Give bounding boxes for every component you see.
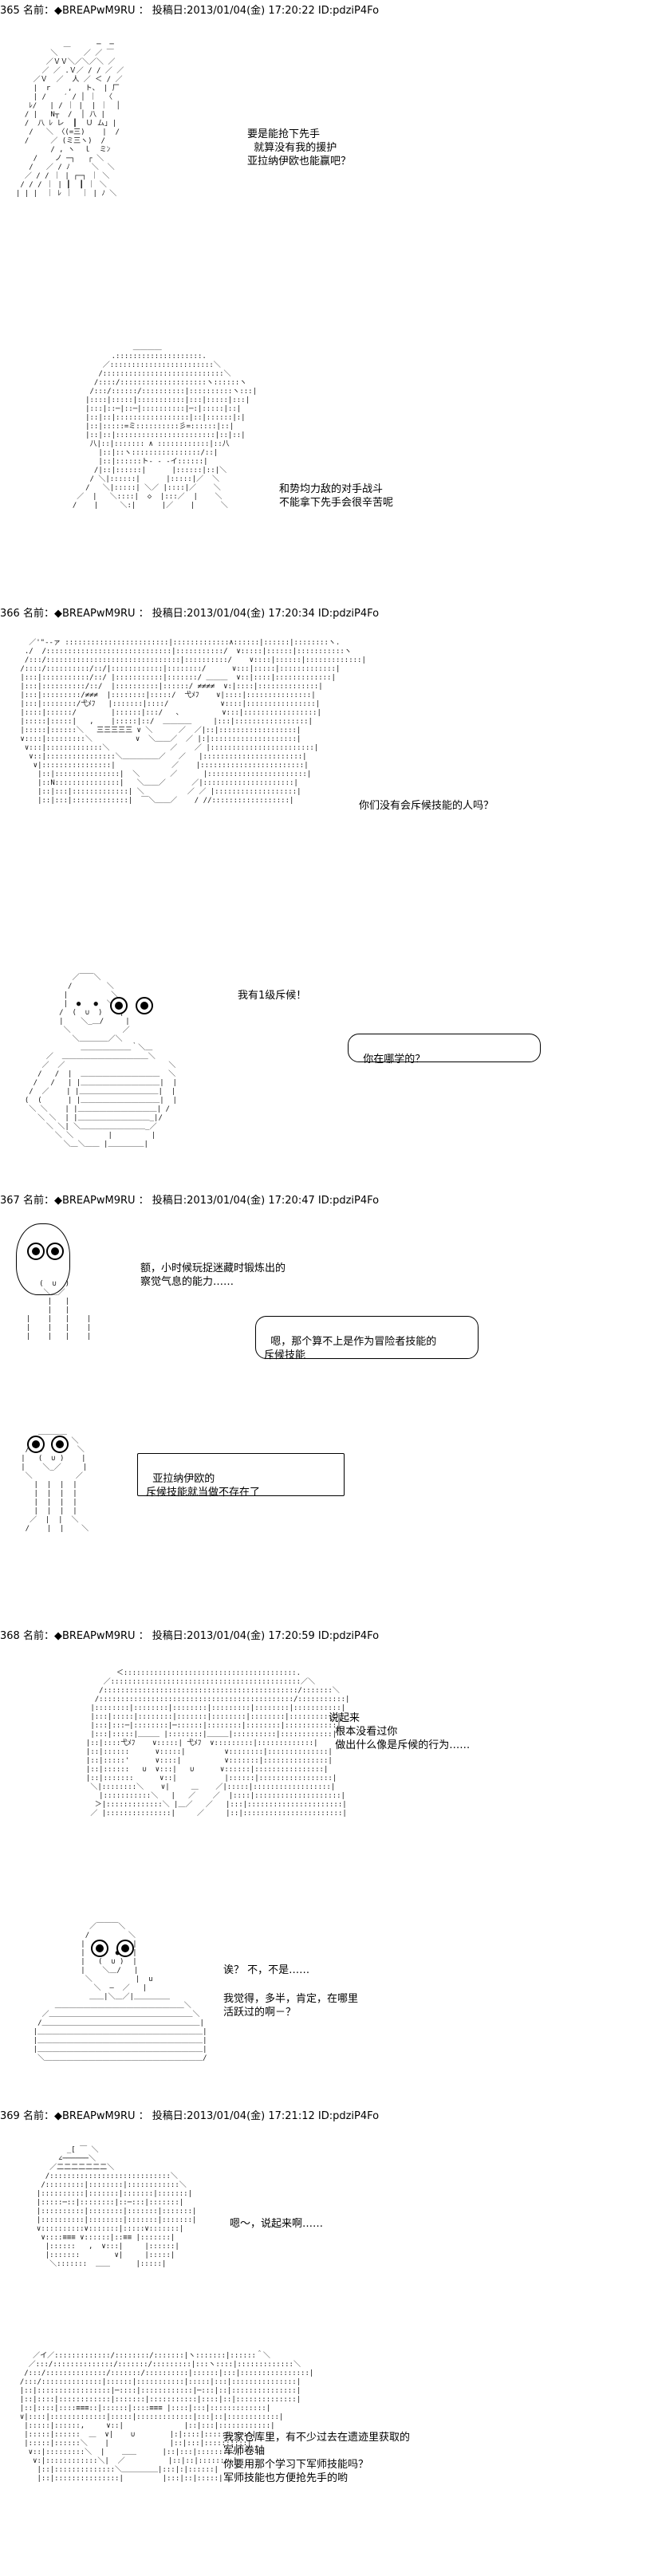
eye-icon bbox=[51, 1436, 69, 1453]
dialogue-line: 诶？ 不，不是…… bbox=[223, 1964, 310, 1976]
post-header-368: 368 名前：◆BREAPwM9RU ： 投稿日:2013/01/04(金) 1… bbox=[0, 1630, 380, 1642]
post-header-367: 367 名前：◆BREAPwM9RU ： 投稿日:2013/01/04(金) 1… bbox=[0, 1195, 380, 1207]
dialogue-line: 说起来 根本没看过你 做出什么像是斥候的行为…… bbox=[329, 1712, 471, 1751]
speech-bubble: 嗯，那个算不上是作为冒险者技能的 斥候技能 bbox=[255, 1316, 479, 1361]
eye-icon bbox=[27, 1243, 45, 1260]
ascii-art-character-368b: ／￣￣￣＼ / ＼ | | | ● ● | | ( ∪ ) | | ＼＿/ | … bbox=[33, 1923, 207, 2062]
speech-bubble-text: 你在哪学的？ bbox=[363, 1054, 426, 1065]
eye-icon bbox=[46, 1243, 64, 1260]
ascii-art-character-366a: ／'"--ァ ::::::::::::::::::::::::|::::::::… bbox=[20, 639, 366, 805]
eye-icon bbox=[136, 997, 153, 1014]
eye-icon bbox=[91, 1940, 108, 1957]
dialogue-line: 嗯～，说起来啊…… bbox=[230, 2218, 324, 2230]
character-face bbox=[16, 1223, 70, 1295]
dialogue-line: 我家仓库里，有不少过去在遗迹里获取的 军师卷轴 你要用那个学习下军师技能吗？ 军… bbox=[223, 2432, 411, 2484]
ascii-art-character-369b: ／イ／:::::::::::::/::::::::/:::::::|ヽ:::::… bbox=[19, 2352, 314, 2483]
speech-bubble: 你在哪学的？ bbox=[348, 1034, 541, 1065]
dialogue-line: 我有1级斥候！ bbox=[238, 990, 307, 1002]
caption-box: 亚拉纳伊欧的 斥候技能就当做不存在了 bbox=[137, 1453, 345, 1499]
speech-bubble-text: 嗯，那个算不上是作为冒险者技能的 斥候技能 bbox=[264, 1336, 437, 1361]
eye-icon bbox=[116, 1940, 134, 1957]
ascii-art-character-367a: ( ∪ ) ＼＿／ | | | | | | | | | | | | | | | … bbox=[26, 1280, 92, 1341]
caption-box-text: 亚拉纳伊欧的 斥候技能就当做不存在了 bbox=[146, 1473, 261, 1499]
dialogue-line: 额，小时候玩捉迷藏时锻炼出的 察觉气息的能力…… bbox=[140, 1262, 286, 1288]
dialogue-line: 你们没有会斥候技能的人吗？ bbox=[359, 800, 494, 812]
dialogue-line: 我觉得，多半，肯定，在哪里 活跃过的啊－？ bbox=[223, 1993, 359, 2019]
post-header-366: 366 名前：◆BREAPwM9RU ： 投稿日:2013/01/04(金) 1… bbox=[0, 608, 380, 620]
ascii-art-character-366b: ／￣￣＼ / ＼ | ＼ | ● ● ＼ / ( ∪ ) | | ＼_＿/ | … bbox=[24, 974, 177, 1148]
ascii-art-character-369a: _[ ￣ ＼ ∠──────＼ ／二二二二二二二＼ /:::::::::::::… bbox=[36, 2146, 197, 2268]
ascii-art-character-365a: ＿ ─ ─ ＼ ／ ／ ￣ ／ＶＶ＼／＼／＼ ／ ／ ／ .Ｖ／ / / ／ ／… bbox=[16, 41, 124, 198]
ascii-art-character-365b: ＿＿＿＿ .::::::::::::::::::::. ／:::::::::::… bbox=[72, 344, 257, 510]
dialogue-line: 要是能抢下先手 就算没有我的援护 亚拉纳伊欧也能赢吧？ bbox=[247, 128, 352, 167]
ascii-art-character-368a: ＜:::::::::::::::::::::::::::::::::::::::… bbox=[85, 1669, 350, 1818]
ascii-art-character-367b: ＿＿＿＿ ／ ＼ / ● ● ＼ | ( ∪ ) | | ＼_／ | ＼ ／ |… bbox=[21, 1428, 89, 1533]
dialogue-line: 和势均力敌的对手战斗 不能拿下先手会很辛苦呢 bbox=[279, 483, 394, 509]
eye-icon bbox=[27, 1436, 45, 1453]
eye-icon bbox=[110, 997, 128, 1014]
post-header-365: 365 名前：◆BREAPwM9RU ： 投稿日:2013/01/04(金) 1… bbox=[0, 5, 380, 17]
post-header-369: 369 名前：◆BREAPwM9RU ： 投稿日:2013/01/04(金) 1… bbox=[0, 2110, 380, 2122]
